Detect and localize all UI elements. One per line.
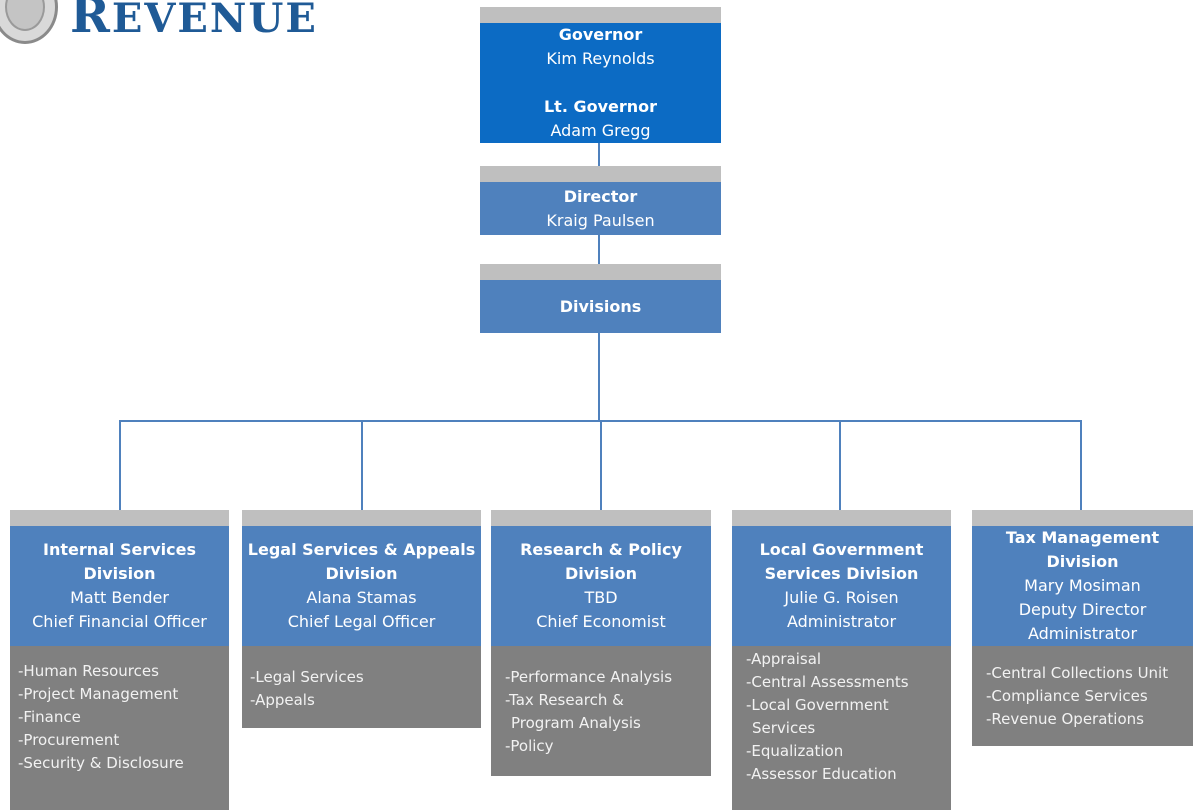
function-item: -Equalization bbox=[746, 742, 844, 760]
divisions-box: Divisions bbox=[480, 264, 721, 333]
function-item: -Compliance Services bbox=[986, 687, 1148, 705]
governor-name: Kim Reynolds bbox=[546, 49, 655, 68]
division-title: Internal Services bbox=[42, 540, 196, 559]
division-leader-role: Deputy Director bbox=[1018, 600, 1147, 619]
function-item: Services bbox=[752, 719, 816, 737]
function-item: -Human Resources bbox=[18, 662, 159, 680]
function-item: Program Analysis bbox=[511, 714, 641, 732]
function-item: -Project Management bbox=[18, 685, 179, 703]
department-logo-text: REVENUE bbox=[70, 0, 318, 44]
division-leader-role: Chief Financial Officer bbox=[32, 612, 207, 631]
function-item: -Central Assessments bbox=[746, 673, 909, 691]
box-cap bbox=[972, 510, 1193, 526]
director-box: Director Kraig Paulsen bbox=[480, 166, 721, 235]
division-title: Division bbox=[564, 564, 638, 583]
division-leader-role: Administrator bbox=[786, 612, 897, 631]
box-cap bbox=[480, 166, 721, 182]
director-name: Kraig Paulsen bbox=[546, 210, 655, 230]
box-cap bbox=[732, 510, 951, 526]
connector-governor-director bbox=[598, 143, 600, 166]
division-leader-role: Chief Legal Officer bbox=[287, 612, 436, 631]
governor-box: Governor Kim Reynolds Lt. Governor Adam … bbox=[480, 7, 721, 143]
division-leader-name: TBD bbox=[584, 588, 618, 607]
function-item: -Appraisal bbox=[746, 650, 822, 668]
connector-tax-management bbox=[1080, 420, 1082, 510]
division-internal-services: Internal Services Division Matt Bender C… bbox=[10, 510, 229, 810]
function-item: -Procurement bbox=[18, 731, 120, 749]
division-functions: -Appraisal -Central Assessments -Local G… bbox=[732, 646, 951, 810]
function-item: -Legal Services bbox=[250, 668, 364, 686]
connector-director-divisions bbox=[598, 235, 600, 264]
function-item: -Tax Research & bbox=[505, 691, 624, 709]
connector-divisions-bus bbox=[598, 333, 600, 422]
division-leader-name: Julie G. Roisen bbox=[784, 588, 899, 607]
box-cap bbox=[491, 510, 711, 526]
division-leader-name: Matt Bender bbox=[70, 588, 169, 607]
division-local-government: Local Government Services Division Julie… bbox=[732, 510, 951, 810]
function-item: -Performance Analysis bbox=[505, 668, 673, 686]
divisions-title: Divisions bbox=[559, 296, 642, 316]
function-item: -Security & Disclosure bbox=[18, 754, 184, 772]
lt-governor-title: Lt. Governor bbox=[543, 97, 658, 116]
division-title: Division bbox=[1046, 552, 1119, 571]
division-functions: -Performance Analysis -Tax Research & Pr… bbox=[491, 646, 711, 776]
division-leader-role: Administrator bbox=[1027, 624, 1138, 643]
connector-legal-services bbox=[361, 420, 363, 510]
connector-local-government bbox=[839, 420, 841, 510]
division-title: Research & Policy bbox=[520, 540, 682, 559]
connector-research-policy bbox=[600, 420, 602, 510]
function-item: -Revenue Operations bbox=[986, 710, 1144, 728]
division-title: Local Government bbox=[759, 540, 924, 559]
box-cap bbox=[10, 510, 229, 526]
division-title: Services Division bbox=[764, 564, 919, 583]
division-title: Tax Management bbox=[1005, 528, 1160, 547]
division-functions: -Legal Services -Appeals bbox=[242, 646, 481, 728]
function-item: -Finance bbox=[18, 708, 81, 726]
division-functions: -Human Resources -Project Management -Fi… bbox=[10, 646, 229, 810]
division-tax-management: Tax Management Division Mary Mosiman Dep… bbox=[972, 510, 1193, 746]
connector-internal-services bbox=[119, 420, 121, 510]
division-leader-name: Alana Stamas bbox=[306, 588, 417, 607]
function-item: -Local Government bbox=[746, 696, 889, 714]
division-leader-role: Chief Economist bbox=[536, 612, 666, 631]
division-title: Legal Services & Appeals bbox=[247, 540, 476, 559]
division-title: Division bbox=[325, 564, 398, 583]
division-leader-name: Mary Mosiman bbox=[1024, 576, 1141, 595]
division-functions: -Central Collections Unit -Compliance Se… bbox=[972, 646, 1193, 746]
function-item: -Central Collections Unit bbox=[986, 664, 1169, 682]
director-title: Director bbox=[563, 186, 638, 206]
division-research-policy: Research & Policy Division TBD Chief Eco… bbox=[491, 510, 711, 776]
box-cap bbox=[480, 7, 721, 23]
division-title: Division bbox=[83, 564, 156, 583]
governor-title: Governor bbox=[558, 25, 643, 44]
division-legal-services: Legal Services & Appeals Division Alana … bbox=[242, 510, 481, 728]
department-seal-logo bbox=[0, 0, 58, 44]
box-cap bbox=[480, 264, 721, 280]
function-item: -Policy bbox=[505, 737, 554, 755]
lt-governor-name: Adam Gregg bbox=[550, 121, 651, 140]
box-cap bbox=[242, 510, 481, 526]
function-item: -Assessor Education bbox=[746, 765, 897, 783]
function-item: -Appeals bbox=[250, 691, 315, 709]
